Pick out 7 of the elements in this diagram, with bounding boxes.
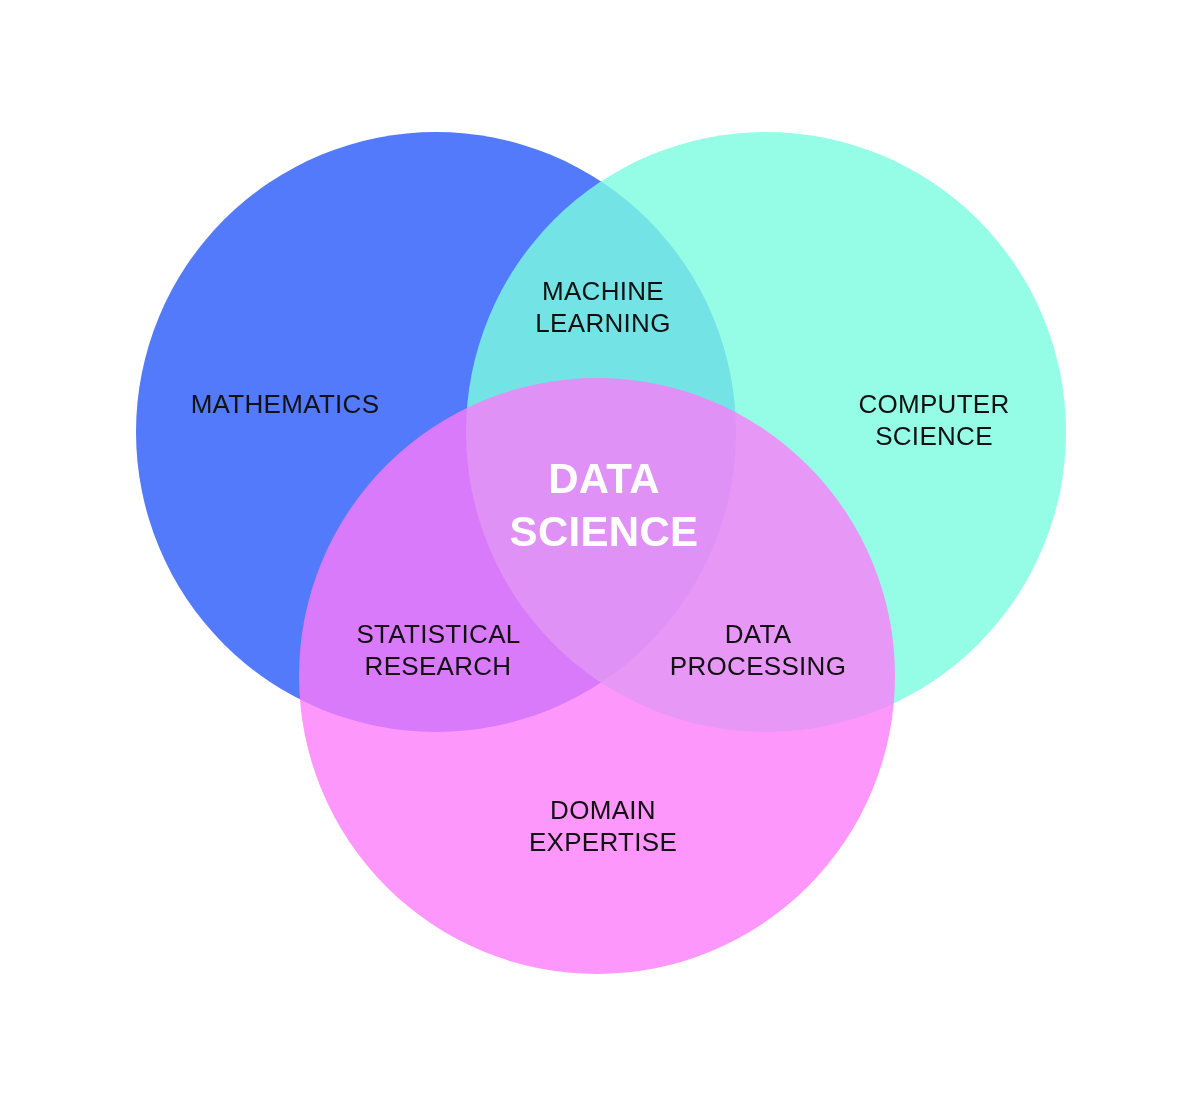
overlap-label: DATA PROCESSING	[669, 618, 847, 682]
circle-label: COMPUTER SCIENCE	[858, 388, 1010, 452]
circle-label: MATHEMATICS	[190, 388, 380, 420]
center-label: DATA SCIENCE	[509, 454, 699, 557]
overlap-label: MACHINE LEARNING	[535, 275, 671, 339]
overlap-label: STATISTICAL RESEARCH	[356, 618, 520, 682]
circle-label: DOMAIN EXPERTISE	[528, 794, 678, 858]
